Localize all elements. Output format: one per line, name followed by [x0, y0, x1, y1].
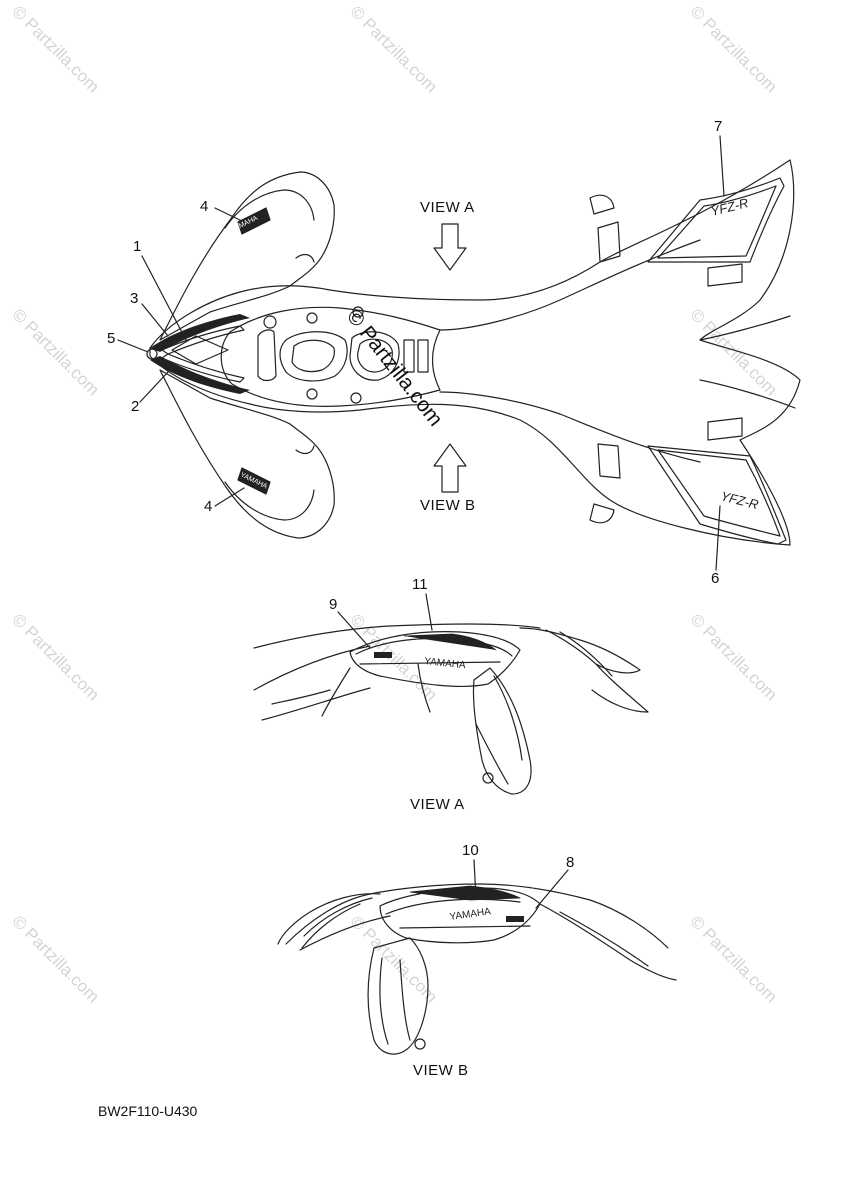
decal-7: YFZ-R	[647, 177, 785, 263]
view-b-caption: VIEW B	[413, 1062, 469, 1079]
leader-lines-top	[117, 135, 725, 571]
view-b-arrow	[433, 443, 467, 493]
callout-4-upper: 4	[200, 198, 209, 215]
callout-7: 7	[714, 118, 723, 135]
callout-1: 1	[133, 238, 142, 255]
decal-4-lower	[237, 467, 271, 495]
leader-lines-view-a	[337, 593, 433, 649]
view-b-drawing	[277, 883, 677, 1055]
callout-3: 3	[130, 290, 139, 307]
svg-text:YAMAHA: YAMAHA	[424, 656, 467, 671]
view-a-arrow-label: VIEW A	[420, 199, 475, 216]
view-a-caption: VIEW A	[410, 796, 465, 813]
callout-10: 10	[462, 842, 479, 859]
callout-2: 2	[131, 398, 140, 415]
svg-text:YAMAHA: YAMAHA	[449, 906, 492, 923]
view-a-arrow	[433, 223, 467, 271]
view-b-arrow-label: VIEW B	[420, 497, 476, 514]
callout-8: 8	[566, 854, 575, 871]
decal-4-upper	[237, 207, 271, 235]
callout-5: 5	[107, 330, 116, 347]
callout-11: 11	[412, 576, 428, 593]
callout-9: 9	[329, 596, 338, 613]
leader-lines-view-b	[473, 859, 569, 909]
decal-6: YFZ-R	[647, 445, 787, 545]
fender-top-view: YFZ-R YFZ-R	[146, 159, 801, 546]
drawing-code: BW2F110-U430	[98, 1103, 198, 1119]
callout-4-lower: 4	[204, 498, 213, 515]
callout-6: 6	[711, 570, 720, 587]
svg-text:YFZ-R: YFZ-R	[709, 195, 750, 219]
view-a-drawing	[253, 623, 649, 795]
svg-text:YFZ-R: YFZ-R	[719, 488, 760, 512]
